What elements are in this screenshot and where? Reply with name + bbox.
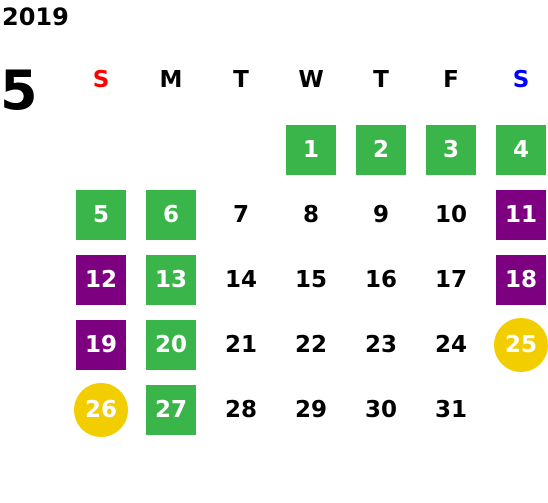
weekday-header-4: T — [373, 67, 389, 93]
weekday-header-0: S — [92, 67, 110, 93]
day-cell-15[interactable]: 15 — [294, 267, 327, 293]
day-cell-6[interactable]: 6 — [146, 190, 196, 240]
day-cell-17[interactable]: 17 — [434, 267, 467, 293]
day-cell-18[interactable]: 18 — [496, 255, 546, 305]
day-cell-28[interactable]: 28 — [224, 397, 257, 423]
weekday-header-5: F — [443, 67, 459, 93]
weekday-header-6: S — [512, 67, 530, 93]
day-cell-5[interactable]: 5 — [76, 190, 126, 240]
month-number: 5 — [0, 59, 38, 122]
day-cell-26[interactable]: 26 — [74, 383, 128, 437]
day-cell-31[interactable]: 31 — [434, 397, 467, 423]
weekday-header-3: W — [298, 67, 324, 93]
day-cell-29[interactable]: 29 — [294, 397, 327, 423]
day-cell-4[interactable]: 4 — [496, 125, 546, 175]
day-cell-30[interactable]: 30 — [364, 397, 397, 423]
day-cell-16[interactable]: 16 — [364, 267, 397, 293]
day-cell-9[interactable]: 9 — [372, 202, 389, 228]
day-cell-12[interactable]: 12 — [76, 255, 126, 305]
day-cell-20[interactable]: 20 — [146, 320, 196, 370]
day-cell-24[interactable]: 24 — [434, 332, 467, 358]
weekday-header-1: M — [159, 67, 183, 93]
day-cell-14[interactable]: 14 — [224, 267, 257, 293]
day-cell-10[interactable]: 10 — [434, 202, 467, 228]
day-cell-1[interactable]: 1 — [286, 125, 336, 175]
day-cell-11[interactable]: 11 — [496, 190, 546, 240]
day-cell-7[interactable]: 7 — [232, 202, 249, 228]
day-cell-27[interactable]: 27 — [146, 385, 196, 435]
day-cell-19[interactable]: 19 — [76, 320, 126, 370]
day-cell-23[interactable]: 23 — [364, 332, 397, 358]
year-label: 2019 — [2, 3, 69, 31]
day-cell-21[interactable]: 21 — [224, 332, 257, 358]
day-cell-3[interactable]: 3 — [426, 125, 476, 175]
weekday-header-2: T — [233, 67, 249, 93]
day-cell-22[interactable]: 22 — [294, 332, 327, 358]
day-cell-13[interactable]: 13 — [146, 255, 196, 305]
day-cell-8[interactable]: 8 — [302, 202, 319, 228]
day-cell-25[interactable]: 25 — [494, 318, 548, 372]
day-cell-2[interactable]: 2 — [356, 125, 406, 175]
